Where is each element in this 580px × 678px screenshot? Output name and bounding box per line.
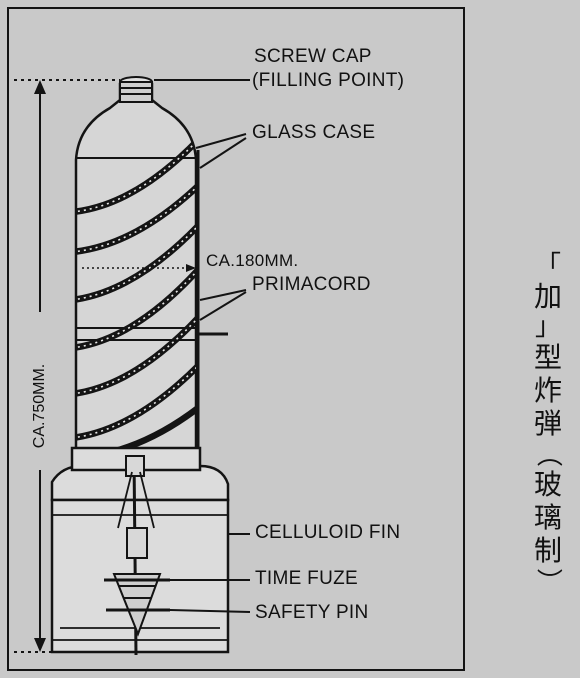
caption-material-1: 玻 — [533, 468, 562, 501]
safety-pin-label: SAFETY PIN — [255, 602, 369, 623]
caption-close-paren: ） — [533, 567, 563, 594]
width-arrow-right — [186, 264, 196, 272]
celluloid-fin-label: CELLULOID FIN — [255, 522, 401, 543]
caption-char-3: 弾 — [533, 407, 562, 440]
caption-char-1: 型 — [533, 341, 562, 374]
caption-open-bracket: 「 — [534, 251, 561, 281]
width-dimension-label: CA.180MM. — [206, 251, 299, 270]
diagram-frame — [7, 7, 465, 671]
caption-close-row: 」 — [520, 313, 576, 341]
caption-material-3: 制 — [533, 534, 562, 567]
primacord-label: PRIMACORD — [252, 274, 371, 295]
glass-bottle — [74, 82, 198, 452]
caption-open-paren: （ — [533, 440, 563, 467]
bomb-diagram — [14, 76, 251, 656]
caption: 「 加 」 型 炸 弾 （ 玻 璃 制 ） — [520, 252, 576, 622]
leader-lines — [154, 79, 251, 613]
caption-char-2: 炸 — [533, 374, 562, 407]
caption-char-ka: 加 — [533, 280, 562, 313]
height-dimension — [14, 79, 120, 653]
glass-case-label: GLASS CASE — [252, 122, 376, 143]
primacord-highlights — [76, 139, 196, 439]
time-fuze-label: TIME FUZE — [255, 568, 358, 589]
height-arrow-top — [34, 80, 46, 94]
height-dimension-label: CA.750MM. — [31, 363, 48, 449]
caption-close-bracket: 」 — [534, 312, 561, 342]
caption-material-2: 璃 — [533, 501, 562, 534]
screw-cap-label: SCREW CAP — [254, 46, 372, 67]
fuze-assembly — [104, 455, 170, 656]
height-arrow-bottom — [34, 638, 46, 652]
screw-cap — [119, 76, 153, 103]
filling-point-label: (FILLING POINT) — [252, 70, 405, 91]
caption-title-row: 「 — [520, 252, 576, 280]
